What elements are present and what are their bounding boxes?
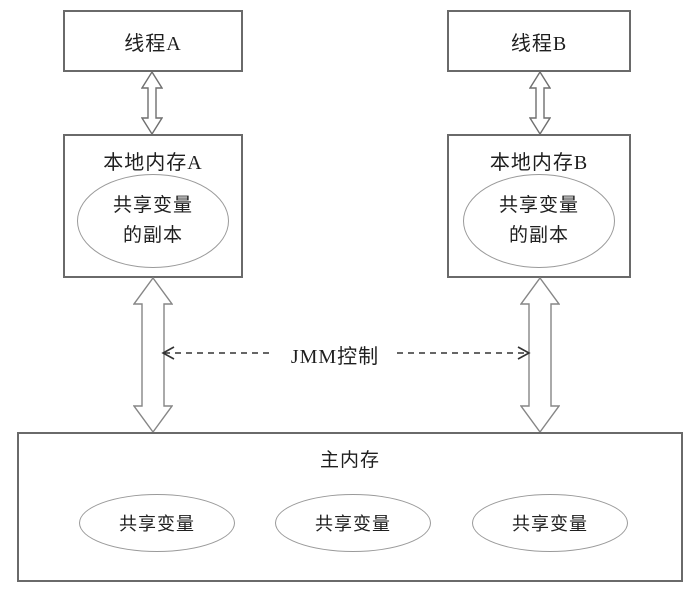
thread-a-label: 线程A [124,32,182,55]
jmm-dashed-arrow-left-icon [161,346,273,360]
shared-variable-1-label: 共享变量 [119,514,195,534]
shared-variable-copy-a-line2: 的副本 [122,225,183,246]
jmm-control-label: JMM控制 [290,346,380,368]
shared-variable-2-label: 共享变量 [315,514,391,534]
thread-b-label: 线程B [510,32,568,55]
shared-variable-3-label: 共享变量 [512,514,588,534]
local-memory-b-box: 本地内存B 共享变量 的副本 [447,134,631,278]
shared-variable-copy-b-line1: 共享变量 [498,195,579,216]
thread-a-local-memory-a-double-arrow-icon [141,71,163,135]
shared-variable-ellipse-3: 共享变量 [472,494,628,552]
thread-b-box: 线程B [447,10,631,72]
jmm-dashed-arrow-right-icon [397,346,531,360]
local-memory-a-label: 本地内存A [103,152,203,174]
shared-variable-copy-a-ellipse: 共享变量 的副本 [77,174,229,268]
local-memory-a-box: 本地内存A 共享变量 的副本 [63,134,243,278]
shared-variable-ellipse-1: 共享变量 [79,494,235,552]
main-memory-box: 主内存 共享变量 共享变量 共享变量 [17,432,683,582]
thread-b-local-memory-b-double-arrow-icon [529,71,551,135]
local-memory-b-label: 本地内存B [489,152,589,174]
shared-variable-copy-b-ellipse: 共享变量 的副本 [463,174,615,268]
shared-variable-copy-b-line2: 的副本 [508,225,569,246]
shared-variable-copy-a-line1: 共享变量 [112,195,193,216]
shared-variable-ellipse-2: 共享变量 [275,494,431,552]
main-memory-label: 主内存 [319,450,380,471]
thread-a-box: 线程A [63,10,243,72]
